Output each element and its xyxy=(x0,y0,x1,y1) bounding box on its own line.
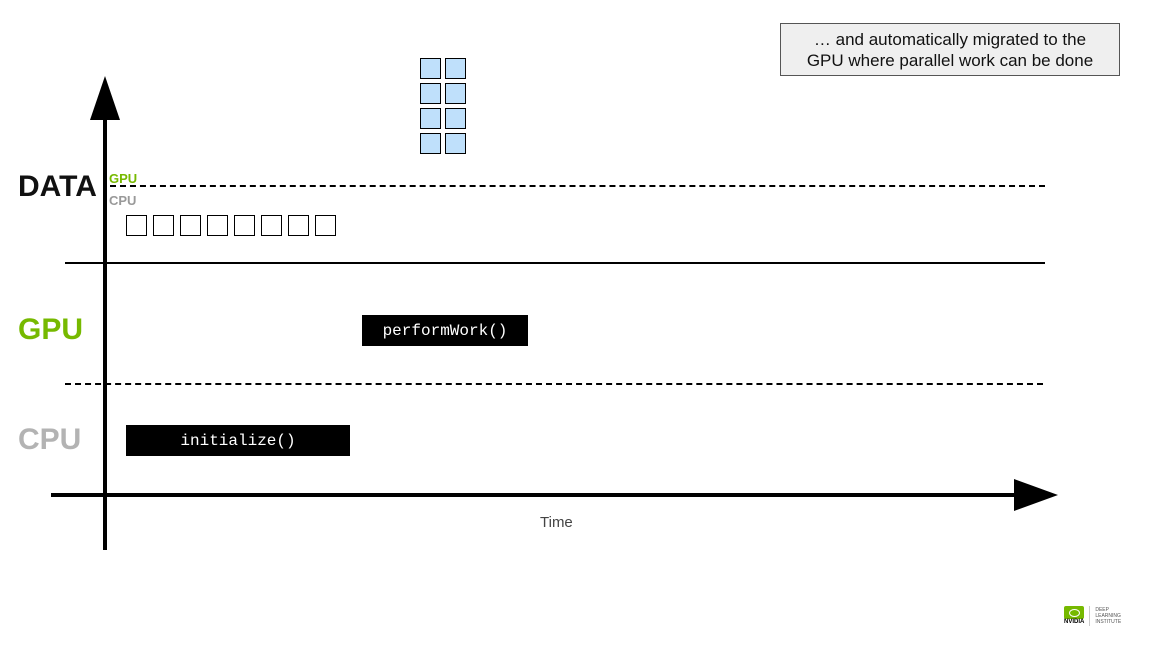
initialize-function: initialize() xyxy=(126,425,350,456)
row-label-gpu: GPU xyxy=(18,313,84,346)
row-label-cpu: CPU xyxy=(18,423,82,456)
logo-line-2: LEARNING xyxy=(1095,613,1121,619)
cpu-memory-page xyxy=(261,215,282,236)
data-tag-cpu: CPU xyxy=(109,193,137,208)
callout-line-1: … and automatically migrated to the xyxy=(813,30,1087,49)
y-axis xyxy=(103,110,107,550)
cpu-memory-page xyxy=(126,215,147,236)
cpu-memory-page xyxy=(234,215,255,236)
callout-box: … and automatically migrated to the GPU … xyxy=(780,23,1120,76)
gpu-memory-page xyxy=(445,108,466,129)
nvidia-dli-logo: NVIDIA DEEP LEARNING INSTITUTE xyxy=(1064,606,1129,626)
cpu-memory-page xyxy=(153,215,174,236)
row-label-data: DATA xyxy=(18,170,97,203)
logo-brand: NVIDIA xyxy=(1064,619,1085,625)
gpu-memory-page xyxy=(420,133,441,154)
gpu-memory-page xyxy=(420,83,441,104)
time-axis-label: Time xyxy=(540,514,573,531)
cpu-memory-page xyxy=(315,215,336,236)
gpu-memory-page xyxy=(445,83,466,104)
gpu-memory-page xyxy=(445,58,466,79)
gpu-memory-page xyxy=(445,133,466,154)
data-section-divider xyxy=(65,262,1045,264)
gpu-memory-page xyxy=(420,108,441,129)
gpu-memory-pages xyxy=(420,58,466,154)
time-axis xyxy=(51,493,1021,497)
time-axis-arrowhead xyxy=(1014,479,1058,511)
logo-line-1: DEEP xyxy=(1095,607,1109,613)
cpu-memory-page xyxy=(207,215,228,236)
cpu-memory-page xyxy=(288,215,309,236)
gpu-memory-page xyxy=(420,58,441,79)
data-gpu-cpu-divider xyxy=(110,185,1045,187)
gpu-cpu-divider xyxy=(65,383,1043,385)
logo-line-3: INSTITUTE xyxy=(1095,619,1122,625)
cpu-memory-page xyxy=(180,215,201,236)
perform-work-kernel: performWork() xyxy=(362,315,528,346)
callout-line-2: GPU where parallel work can be done xyxy=(806,51,1094,70)
cpu-memory-pages xyxy=(126,215,336,236)
nvidia-eye-icon xyxy=(1064,606,1085,619)
data-tag-gpu: GPU xyxy=(109,171,138,186)
